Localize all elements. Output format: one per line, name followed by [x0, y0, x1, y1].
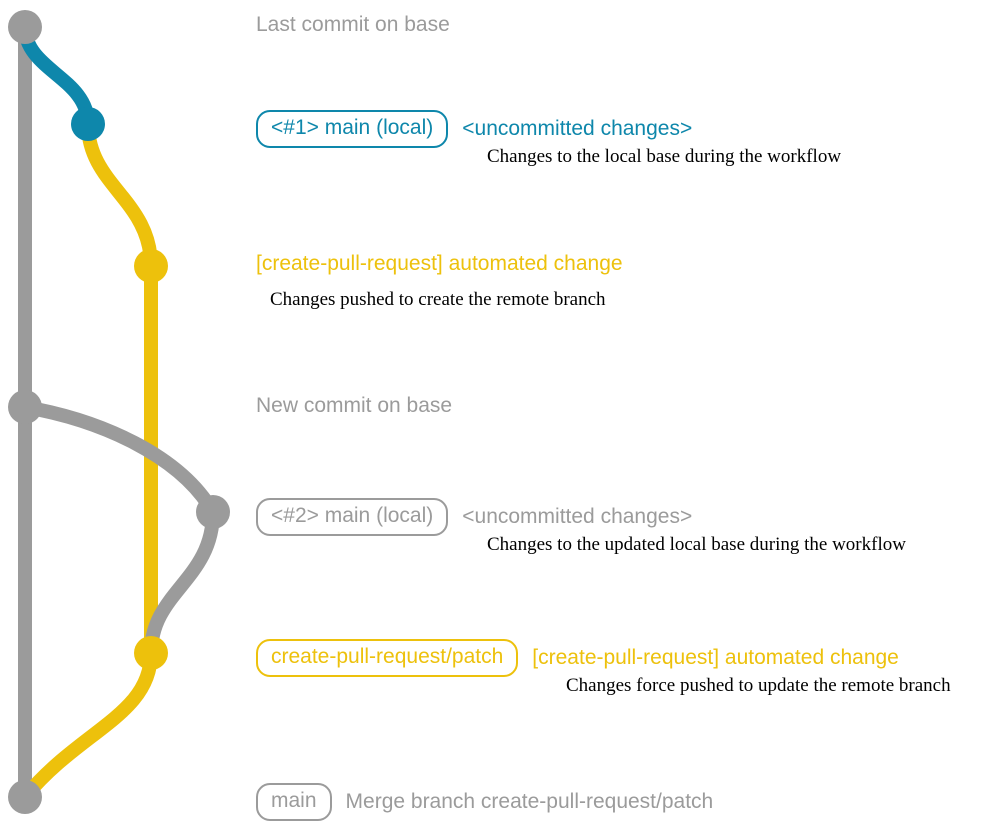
edge-base-to-local2	[18, 400, 220, 519]
graph-row-automated-2: create-pull-request/patch [create-pull-r…	[256, 639, 899, 678]
edge-local1-to-automated1	[81, 117, 158, 273]
commit-node-automated-2[interactable]	[134, 636, 168, 670]
graph-row-merge: main Merge branch create-pull-request/pa…	[256, 783, 714, 822]
graph-edges	[18, 20, 220, 804]
commit-note-local-1: Changes to the local base during the wor…	[487, 146, 842, 167]
commit-subject-merge: Merge branch create-pull-request/patch	[345, 790, 714, 813]
commit-node-local-1[interactable]	[71, 107, 105, 141]
commit-note-automated-1: Changes pushed to create the remote bran…	[270, 289, 606, 310]
graph-row-local-2: <#2> main (local) <uncommitted changes>	[256, 498, 693, 537]
edge-base-to-local1	[18, 20, 95, 131]
graph-row-last-commit-on-base: Last commit on base	[256, 13, 450, 37]
branch-label-main[interactable]: main	[256, 783, 332, 822]
commit-node-merge[interactable]	[8, 780, 42, 814]
commit-subject-base-new: New commit on base	[256, 394, 453, 417]
commit-node-automated-1[interactable]	[134, 249, 168, 283]
commit-subject-automated-2: [create-pull-request] automated change	[532, 646, 899, 669]
edge-automated2-to-merge	[18, 646, 158, 804]
commit-note-automated-2: Changes force pushed to update the remot…	[566, 675, 951, 696]
commit-subject-local-2: <uncommitted changes>	[462, 505, 693, 528]
graph-row-automated-1: [create-pull-request] automated change	[256, 252, 623, 276]
commit-node-base-new[interactable]	[8, 390, 42, 424]
graph-nodes	[8, 10, 230, 814]
branch-label-local-2[interactable]: <#2> main (local)	[256, 498, 449, 537]
branch-label-local-1[interactable]: <#1> main (local)	[256, 110, 449, 149]
commit-note-local-2: Changes to the updated local base during…	[487, 534, 906, 555]
commit-node-local-2[interactable]	[196, 495, 230, 529]
branch-label-patch[interactable]: create-pull-request/patch	[256, 639, 519, 678]
commit-subject-local-1: <uncommitted changes>	[462, 117, 693, 140]
commit-subject-automated-1: [create-pull-request] automated change	[256, 252, 623, 275]
graph-row-new-commit-on-base: New commit on base	[256, 394, 452, 418]
graph-row-local-1: <#1> main (local) <uncommitted changes>	[256, 110, 693, 149]
commit-node-base-last[interactable]	[8, 10, 42, 44]
commit-subject-base-last: Last commit on base	[256, 13, 450, 36]
edge-local2-to-automated2	[144, 505, 220, 660]
